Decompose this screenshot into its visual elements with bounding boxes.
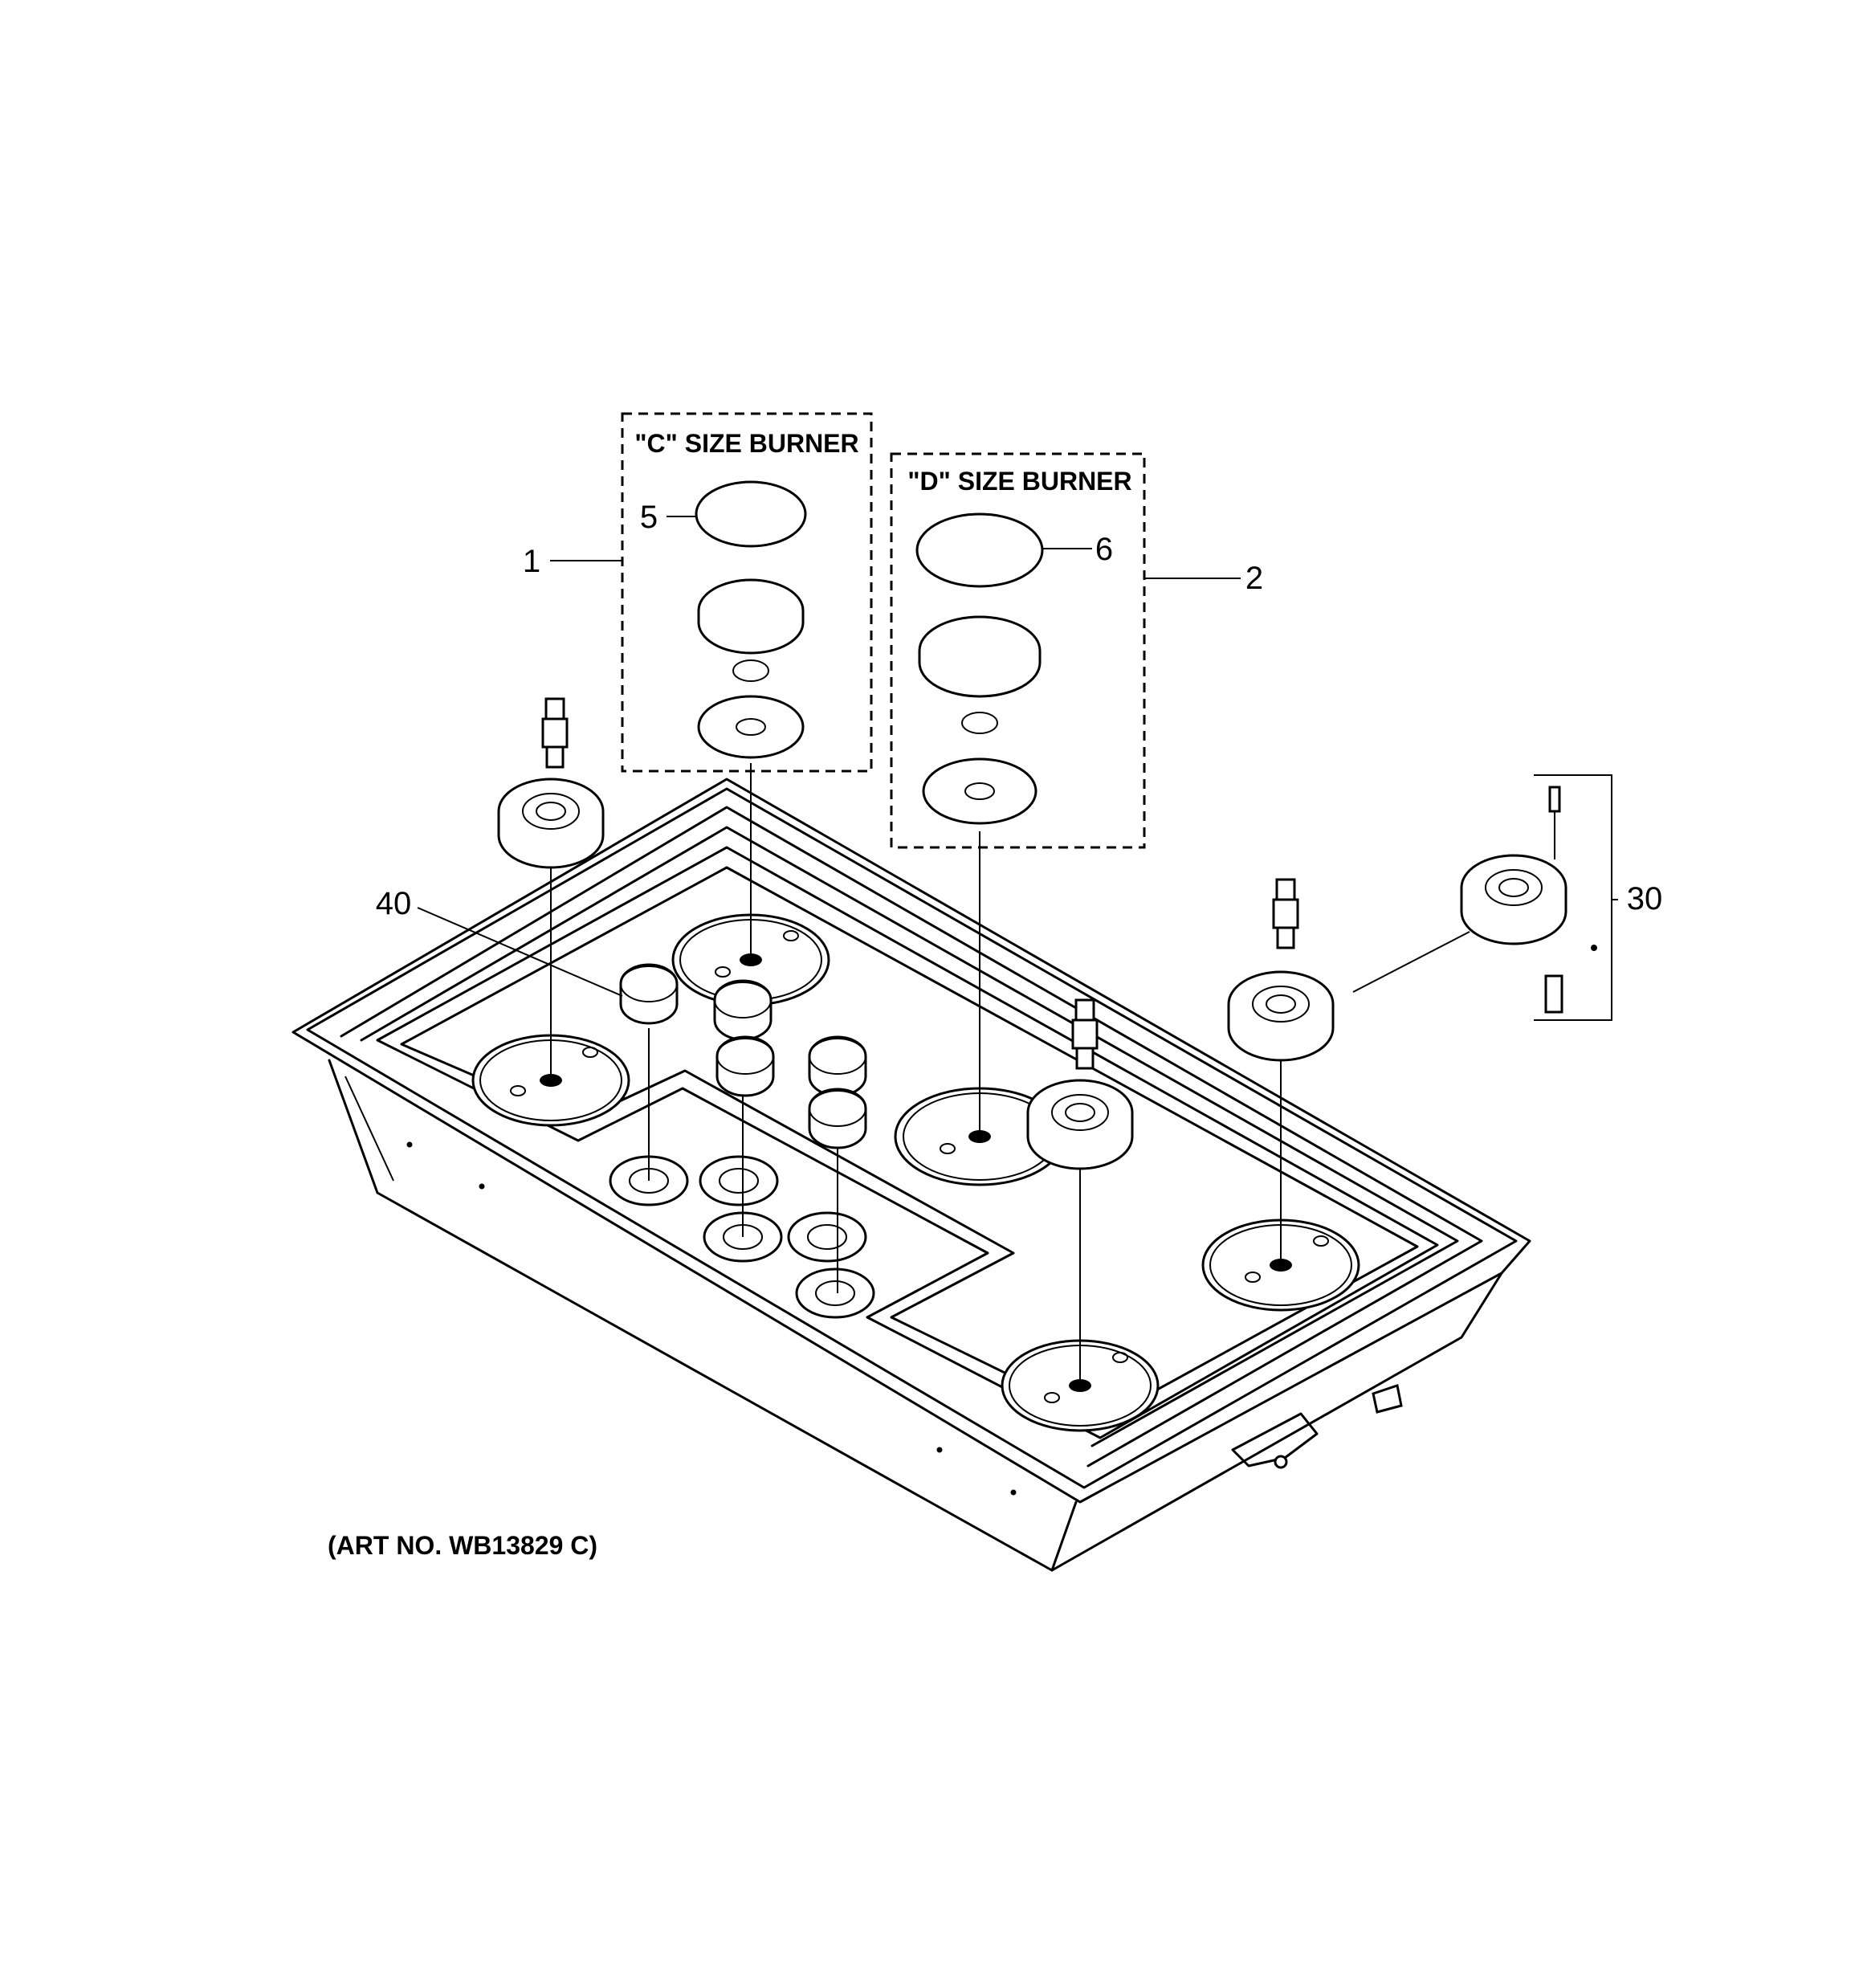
burner-cap-c	[695, 480, 807, 548]
leader-lines	[417, 516, 1618, 1021]
burner-head-right	[1227, 878, 1335, 1062]
control-knobs	[619, 963, 867, 1149]
c-size-burner-box: "C" SIZE BURNER	[621, 412, 873, 773]
knob-2	[713, 979, 773, 1041]
burner-head-left	[497, 697, 605, 869]
burner-cap-d	[915, 512, 1044, 588]
callout-1: 1	[523, 544, 540, 579]
d-size-burner-box: "D" SIZE BURNER	[890, 452, 1146, 849]
callout-40: 40	[376, 886, 412, 921]
d-size-burner-title: "D" SIZE BURNER	[907, 467, 1131, 496]
callout-2: 2	[1245, 561, 1263, 596]
knob-4	[808, 1035, 867, 1097]
knob-1	[619, 963, 679, 1025]
callout-5: 5	[640, 500, 658, 535]
knob-5	[808, 1088, 867, 1149]
callout-30: 30	[1627, 881, 1663, 916]
burner-head-center	[1026, 998, 1134, 1170]
burner-head-item30	[1460, 786, 1597, 1014]
burner-base-c	[697, 695, 805, 759]
knob-3	[715, 1035, 775, 1097]
cooktop-body	[291, 778, 1531, 1572]
art-number: (ART NO. WB13829 C)	[328, 1531, 597, 1560]
assembly-lines	[550, 763, 1282, 1386]
c-size-burner-title: "C" SIZE BURNER	[634, 429, 858, 458]
burner-base-d	[922, 757, 1037, 825]
callout-6: 6	[1095, 532, 1113, 567]
